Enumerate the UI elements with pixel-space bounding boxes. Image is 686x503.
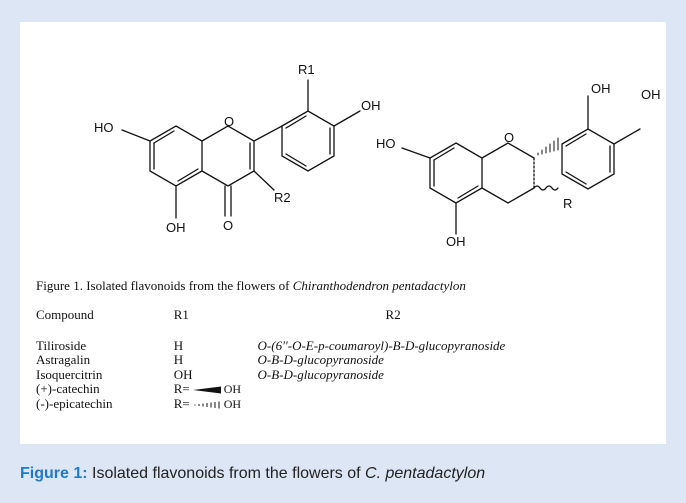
table-row: Isoquercitrin OH O-B-D-glucopyranoside xyxy=(36,366,666,383)
header-compound: Compound xyxy=(36,307,94,322)
figure-title-species: Chiranthodendron pentadactylon xyxy=(292,278,466,293)
r1-prefix: R= xyxy=(173,395,190,411)
compound-name: (+)-catechin xyxy=(36,381,100,396)
compound-r2: O-B-D-glucopyranoside xyxy=(257,366,384,382)
flavonol-carbonyl-oxygen: O xyxy=(223,218,233,233)
table-row: (+)-catechin R= OH xyxy=(36,381,666,397)
compound-r2 xyxy=(258,397,666,412)
flavonol-a-ring xyxy=(149,125,203,187)
figure-title-prefix: Figure 1. Isolated flavonoids from the f… xyxy=(36,278,293,293)
flavonol-r2-label: R2 xyxy=(274,190,291,205)
flavonol-c-ring xyxy=(201,125,255,187)
chemical-structures: R1 OH HO O R2 OH O xyxy=(94,62,661,249)
table-header-row: Compound R1 R2 xyxy=(36,307,666,339)
flavanol-r-label: R xyxy=(563,196,572,211)
compound-name: Astragalin xyxy=(36,352,91,367)
flavonol-oh-top-label: OH xyxy=(361,98,381,113)
compound-r2: O-B-D-glucopyranoside xyxy=(257,352,384,367)
compound-r2 xyxy=(258,382,666,397)
figure-caption: Figure 1: Isolated flavonoids from the f… xyxy=(20,465,485,483)
compound-r1: R= OH xyxy=(173,381,258,397)
compound-name: Tiliroside xyxy=(36,337,87,353)
flavonol-r1-label: R1 xyxy=(298,62,315,77)
hashed-wedge-bond-icon xyxy=(194,401,220,409)
flavanol-a-ring xyxy=(429,142,483,204)
figure-title: Figure 1. Isolated flavonoids from the f… xyxy=(36,278,466,294)
figure-panel: R1 OH HO O R2 OH O xyxy=(20,22,666,444)
r1-prefix: R= xyxy=(173,381,190,396)
table-row: Tiliroside H O-(6′′-O-E-p-coumaroyl)-B-D… xyxy=(36,337,666,354)
compound-r1: R= OH xyxy=(173,395,258,412)
header-r2: R2 xyxy=(385,307,401,322)
header-r1: R1 xyxy=(173,307,189,322)
compound-r2: O-(6′′-O-E-p-coumaroyl)-B-D-glucopyranos… xyxy=(257,337,506,353)
caption-text: Isolated flavonoids from the flowers of xyxy=(87,465,366,482)
flavanol-structure: OH OH HO O R OH xyxy=(376,81,661,249)
flavanol-oh-bottom-label: OH xyxy=(446,234,466,249)
table-row: Astragalin H O-B-D-glucopyranoside xyxy=(36,352,666,368)
solid-wedge-bond-icon xyxy=(192,386,221,394)
flavonol-ho-label: HO xyxy=(94,120,114,135)
r1-suffix: OH xyxy=(223,396,242,411)
compound-table: Compound R1 R2 Tiliroside H O-(6′′-O-E-p… xyxy=(36,307,666,412)
flavanol-oh-top-label: OH xyxy=(591,81,611,96)
compound-r1: H xyxy=(173,337,184,353)
table-row: (-)-epicatechin R= OH xyxy=(36,395,666,412)
caption-label: Figure 1: xyxy=(20,465,88,482)
flavonol-ring-oxygen: O xyxy=(224,114,234,129)
flavonol-b-ring xyxy=(281,110,335,172)
flavanol-ring-oxygen: O xyxy=(504,130,514,145)
compound-name: (-)-epicatechin xyxy=(36,395,113,411)
r1-suffix: OH xyxy=(223,382,242,396)
flavanol-ho-label: HO xyxy=(376,136,396,151)
flavanol-oh-right-label: OH xyxy=(641,87,661,102)
caption-species: C. pentadactylon xyxy=(365,465,486,482)
compound-name: Isoquercitrin xyxy=(36,366,103,382)
flavonol-oh-bottom-label: OH xyxy=(166,220,186,235)
compound-r1: H xyxy=(173,352,184,367)
flavonol-structure: R1 OH HO O R2 OH O xyxy=(94,62,381,235)
flavanol-b-ring xyxy=(561,128,615,190)
compound-r1: OH xyxy=(173,366,193,382)
